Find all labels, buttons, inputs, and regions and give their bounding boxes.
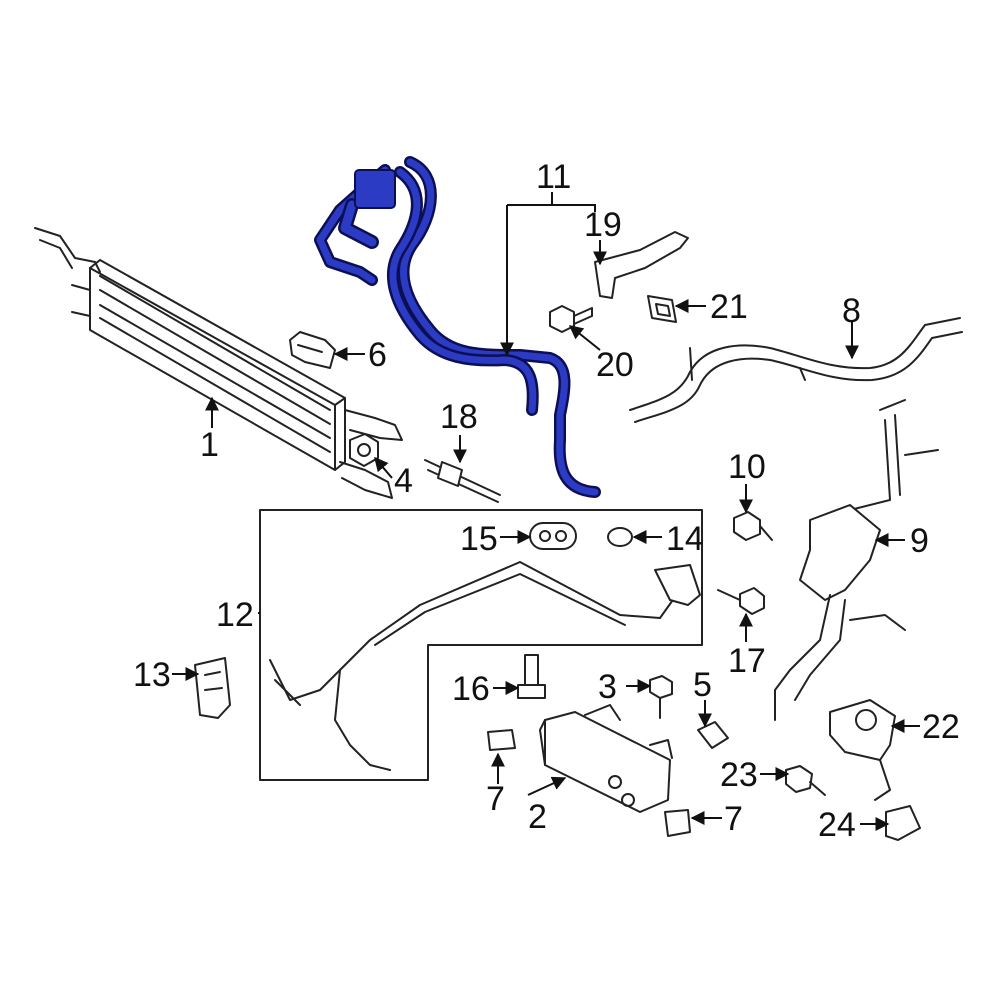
- callout-9: 9: [910, 522, 929, 560]
- callout-5: 5: [693, 666, 712, 704]
- part-22-valve: [829, 699, 896, 801]
- part-7-bushing-upper: [487, 729, 516, 751]
- callout-8: 8: [842, 292, 861, 330]
- callout-14: 14: [666, 520, 704, 558]
- callout-22: 22: [922, 708, 960, 746]
- callout-15: 15: [460, 520, 498, 558]
- part-18-connector-fitting: [424, 459, 501, 503]
- callout-3: 3: [598, 668, 617, 706]
- callout-23: 23: [720, 756, 758, 794]
- part-13-heat-shield: [194, 657, 231, 719]
- leader-lines: [172, 192, 920, 831]
- callout-24: 24: [818, 806, 856, 844]
- callout-17: 17: [728, 642, 766, 680]
- callout-19: 19: [584, 206, 622, 244]
- part-23-bolt: [785, 765, 826, 796]
- callout-12: 12: [216, 596, 254, 634]
- part-16-stud: [517, 654, 546, 699]
- callout-21: 21: [710, 288, 748, 326]
- callout-1: 1: [200, 426, 219, 464]
- callout-16: 16: [452, 670, 490, 708]
- part-2-oil-cooler: [539, 704, 673, 813]
- part-3-bolt: [649, 675, 673, 719]
- callout-2: 2: [528, 798, 547, 836]
- callout-labels: 1 2 3 4 5 6 7 7 8 9 10 11 12 13 14 15 16…: [133, 158, 960, 844]
- callout-7-upper: 7: [486, 780, 505, 818]
- part-7-bushing-lower: [664, 809, 691, 837]
- part-12-lines-group: [259, 509, 703, 781]
- part-4-nut: [349, 433, 379, 467]
- part-6-bracket-clip: [289, 331, 336, 369]
- callout-20: 20: [596, 346, 634, 384]
- callout-18: 18: [440, 398, 478, 436]
- part-20-bolt: [549, 305, 593, 333]
- callout-11: 11: [536, 158, 571, 196]
- part-15-grommet: [529, 522, 577, 550]
- callout-10: 10: [728, 448, 766, 486]
- callout-4: 4: [394, 462, 413, 500]
- part-21-clip: [647, 295, 677, 323]
- part-8-coolant-hose: [629, 317, 963, 423]
- part-17-bolt: [717, 587, 765, 615]
- callout-6: 6: [368, 336, 387, 374]
- part-10-bolt: [733, 511, 773, 541]
- part-1-transmission-cooler: [34, 227, 403, 499]
- part-9-valve-assembly: [774, 399, 939, 721]
- callout-13: 13: [133, 656, 171, 694]
- part-11-cooler-lines-highlighted: [314, 156, 601, 498]
- callout-7-lower: 7: [724, 800, 743, 838]
- part-24-clip: [885, 805, 921, 841]
- part-5-clip: [697, 721, 729, 749]
- part-19-bracket: [594, 231, 689, 299]
- part-14-o-ring: [607, 527, 633, 547]
